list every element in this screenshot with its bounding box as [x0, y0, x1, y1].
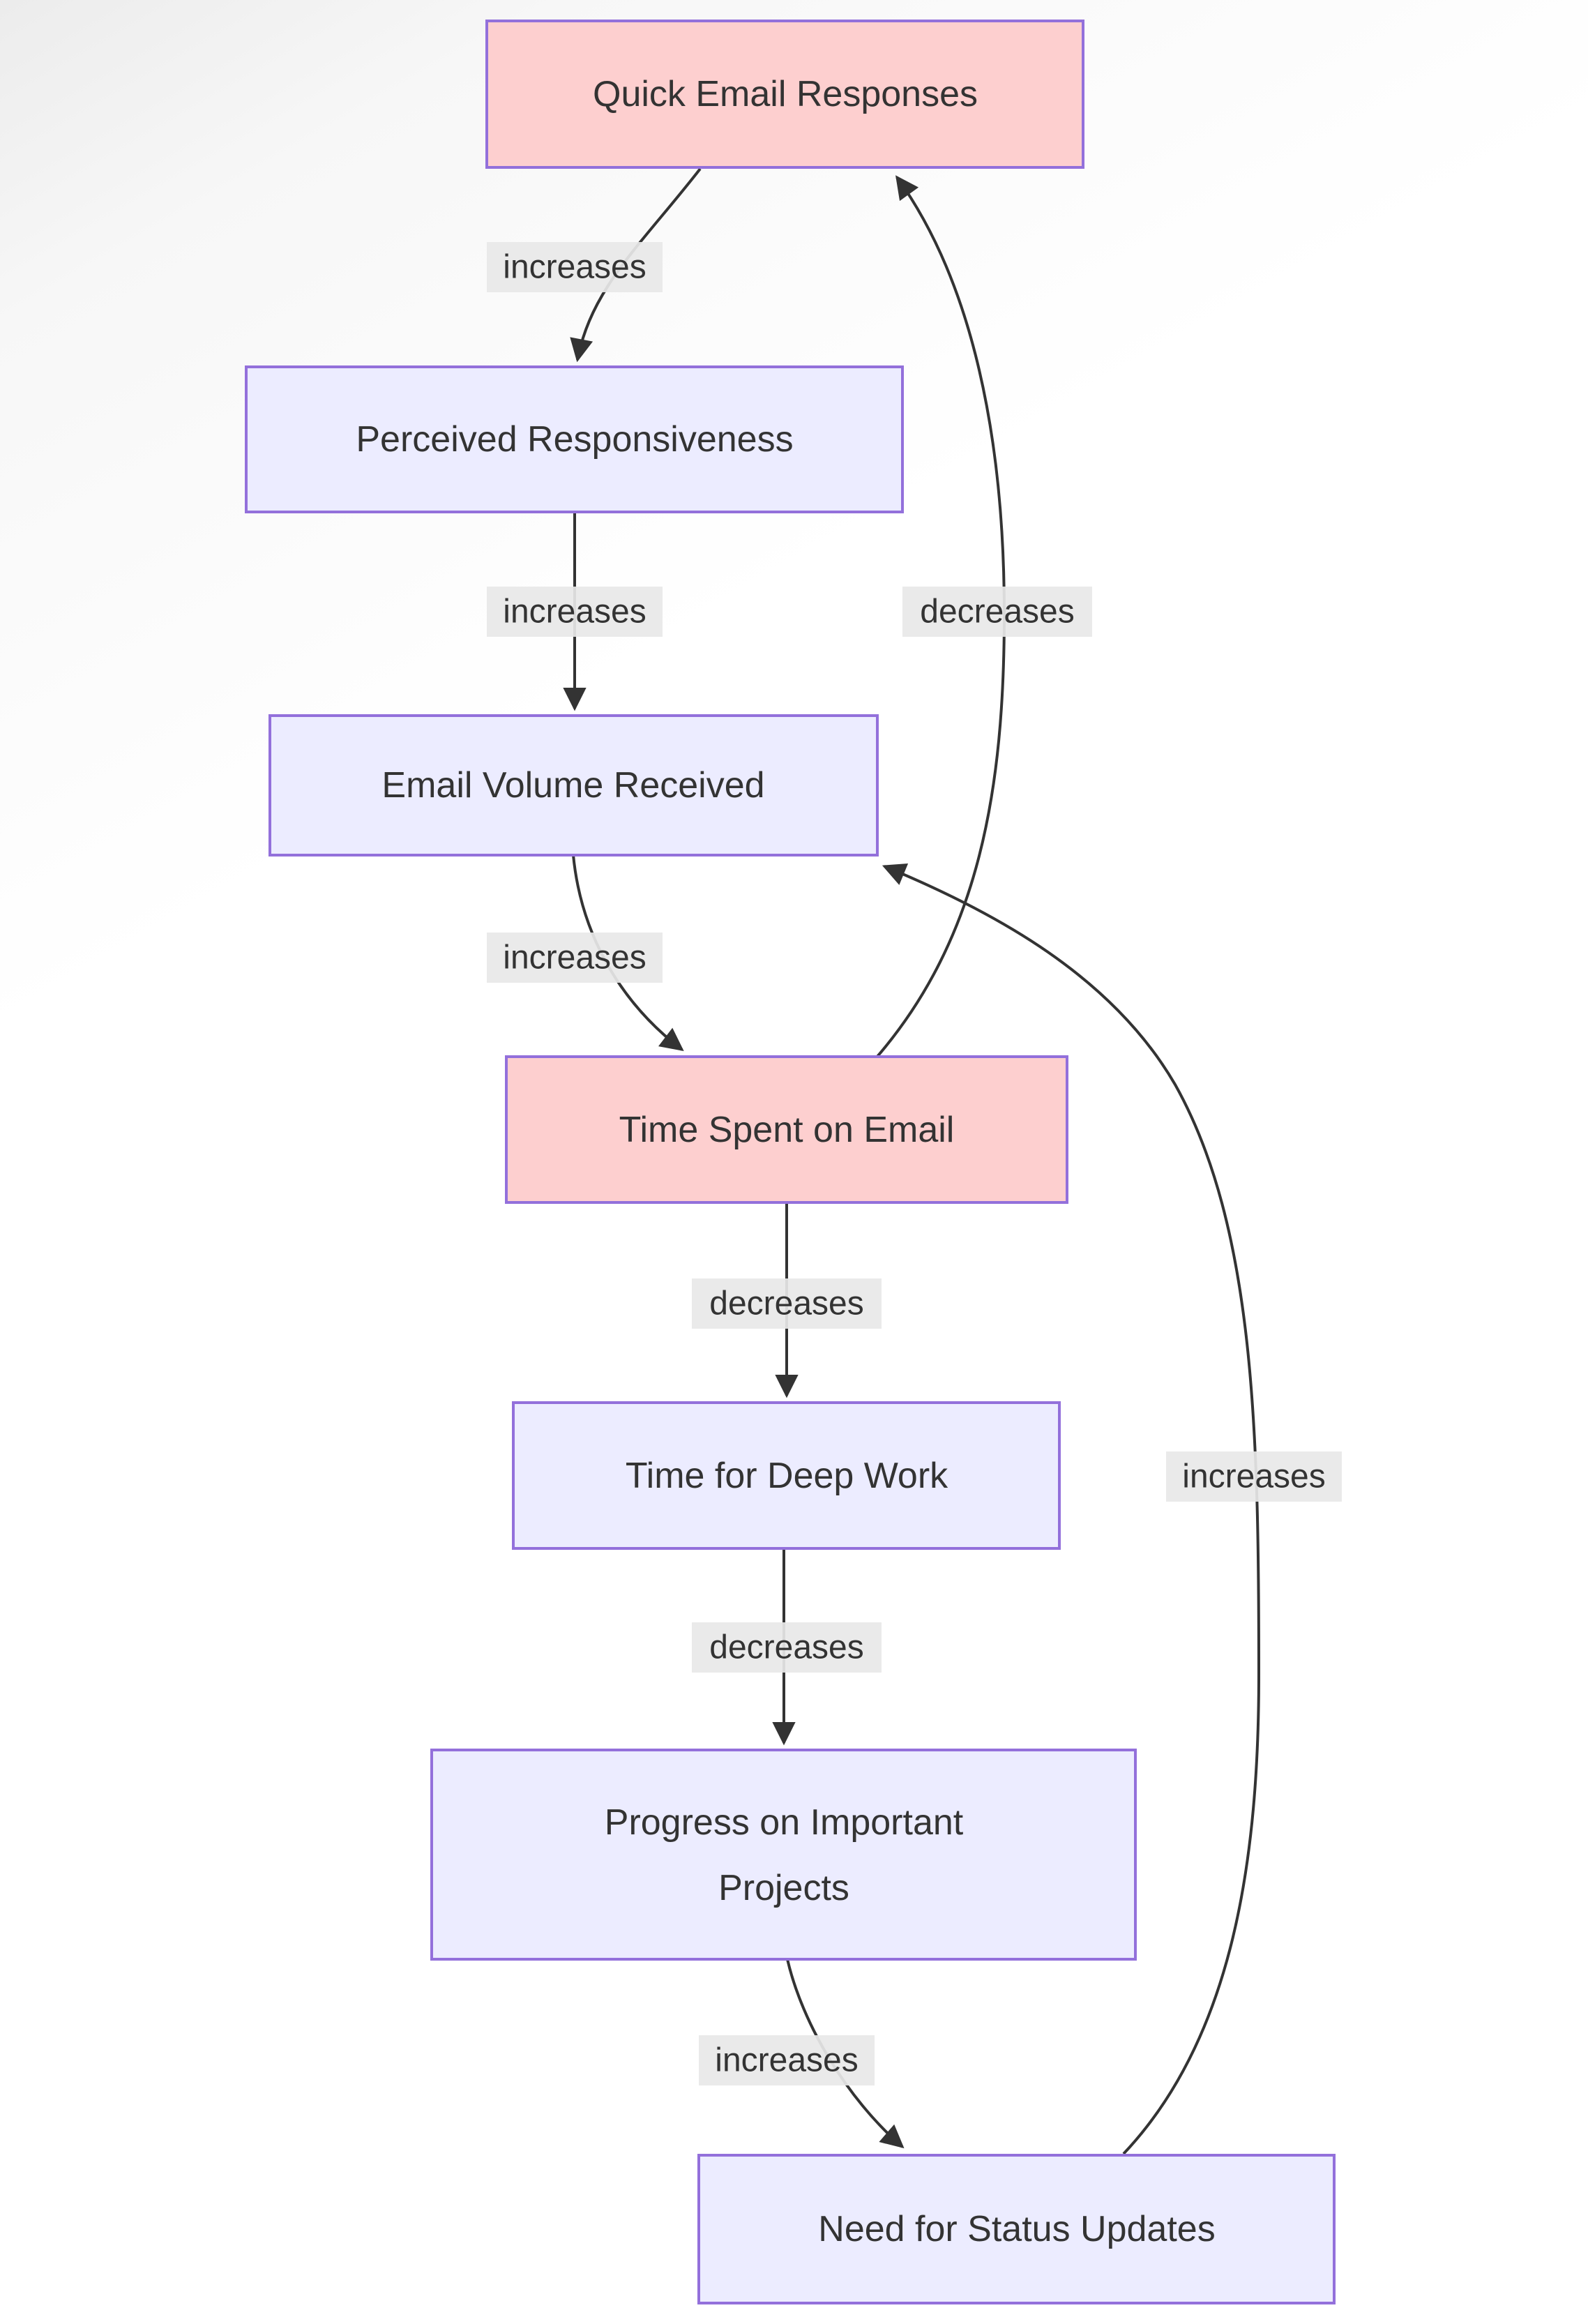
edge-label-bg — [1166, 1451, 1342, 1502]
edge-label-text: increases — [1182, 1458, 1325, 1495]
node-box — [269, 714, 879, 857]
node-time-spent-on-email: Time Spent on Email — [505, 1055, 1068, 1204]
edge-label-decreases-2: decreases — [692, 1622, 882, 1673]
edge-label-text: decreases — [709, 1629, 863, 1666]
edge-label-increases-4: increases — [699, 2035, 875, 2085]
edge-label-increases-loop: increases — [1166, 1451, 1342, 1502]
edge-label-bg — [692, 1622, 882, 1673]
node-box — [485, 20, 1084, 169]
node-label: Need for Status Updates — [818, 2209, 1215, 2249]
node-label-line-2: Projects — [718, 1868, 849, 1908]
node-email-volume-received: Email Volume Received — [269, 714, 879, 857]
node-quick-email-responses: Quick Email Responses — [485, 20, 1084, 169]
node-box — [512, 1401, 1061, 1550]
node-box — [430, 1749, 1137, 1961]
edge-label-increases-3: increases — [487, 933, 663, 983]
edge-label-text: decreases — [920, 594, 1074, 631]
edge-label-text: increases — [715, 2042, 858, 2079]
node-box — [245, 365, 904, 513]
node-time-for-deep-work: Time for Deep Work — [512, 1401, 1061, 1550]
node-label: Email Volume Received — [381, 765, 764, 806]
edge-label-bg — [487, 242, 663, 292]
node-box — [505, 1055, 1068, 1204]
edge-label-text: increases — [503, 249, 646, 286]
node-label: Time Spent on Email — [619, 1110, 955, 1150]
node-progress-on-important-projects: Progress on Important Projects — [430, 1749, 1137, 1961]
node-box — [697, 2154, 1336, 2304]
node-label-line-1: Progress on Important — [605, 1802, 964, 1843]
edge-label-bg — [692, 1278, 882, 1329]
edge-need-for-status-updates-to-email-volume-received — [882, 863, 1261, 2155]
node-perceived-responsiveness: Perceived Responsiveness — [245, 365, 904, 513]
node-label: Perceived Responsiveness — [356, 419, 793, 460]
edge-label-bg — [699, 2035, 875, 2085]
edge-label-increases-1: increases — [487, 242, 663, 292]
node-need-for-status-updates: Need for Status Updates — [697, 2154, 1336, 2304]
node-label: Quick Email Responses — [593, 74, 978, 114]
node-label: Time for Deep Work — [626, 1456, 948, 1496]
edge-label-bg — [487, 933, 663, 983]
edge-label-increases-2: increases — [487, 587, 663, 637]
edge-label-bg — [902, 587, 1092, 637]
edge-label-text: increases — [503, 940, 646, 976]
edge-label-text: increases — [503, 594, 646, 631]
edge-label-decreases-loop: decreases — [902, 587, 1092, 637]
edge-label-text: decreases — [709, 1285, 863, 1322]
edge-label-bg — [487, 587, 663, 637]
edge-label-decreases-1: decreases — [692, 1278, 882, 1329]
